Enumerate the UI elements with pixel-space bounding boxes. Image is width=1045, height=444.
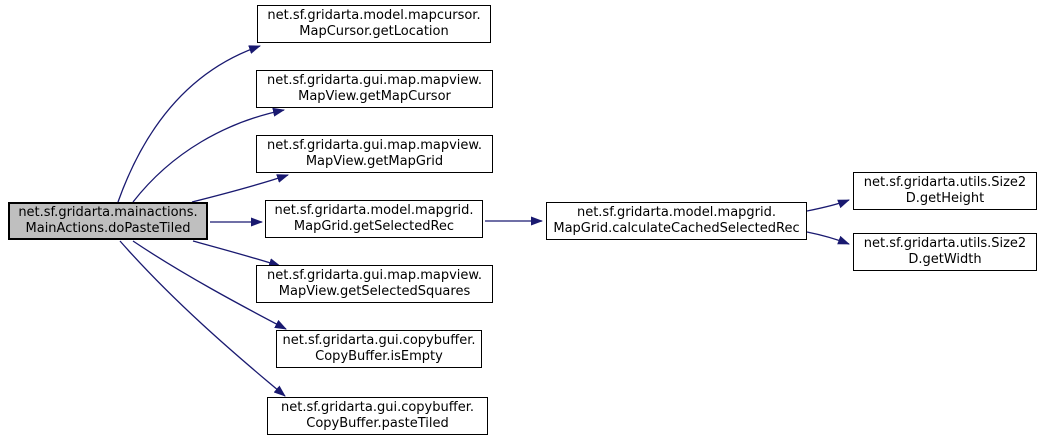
node-label-line: MapGrid.calculateCachedSelectedRec (553, 221, 800, 236)
node-get-map-grid[interactable]: net.sf.gridarta.gui.map.mapview. MapView… (256, 135, 493, 173)
node-calculate-cached-selected-rec[interactable]: net.sf.gridarta.model.mapgrid. MapGrid.c… (546, 202, 807, 240)
edge-do-paste-tiled-get-location (117, 45, 261, 203)
node-label-line: net.sf.gridarta.gui.copybuffer. (282, 333, 476, 348)
node-label-line: net.sf.gridarta.gui.map.mapview. (267, 73, 482, 88)
edge-calculate-cached-selected-rec-get-width (806, 231, 850, 245)
edge-do-paste-tiled-is-empty (132, 240, 287, 330)
edge-do-paste-tiled-get-map-grid (191, 174, 289, 203)
edge-do-paste-tiled-paste-tiled (119, 240, 286, 397)
node-label-line: MainActions.doPasteTiled (25, 221, 191, 236)
edge-do-paste-tiled-get-selected-squares (192, 240, 281, 267)
node-label-line: net.sf.gridarta.gui.map.mapview. (267, 268, 482, 283)
node-label-line: net.sf.gridarta.model.mapgrid. (274, 203, 474, 218)
node-label-line: CopyBuffer.pasteTiled (306, 416, 449, 431)
node-do-paste-tiled[interactable]: net.sf.gridarta.mainactions. MainActions… (8, 202, 208, 240)
node-get-selected-squares[interactable]: net.sf.gridarta.gui.map.mapview. MapView… (256, 265, 493, 303)
node-label-line: net.sf.gridarta.gui.copybuffer. (281, 400, 474, 415)
node-label-line: net.sf.gridarta.mainactions. (18, 205, 198, 220)
node-get-map-cursor[interactable]: net.sf.gridarta.gui.map.mapview. MapView… (256, 70, 493, 108)
node-label-line: MapCursor.getLocation (299, 24, 449, 39)
node-label-line: D.getHeight (905, 191, 985, 206)
node-label-line: D.getWidth (908, 252, 982, 267)
node-get-width[interactable]: net.sf.gridarta.utils.Size2 D.getWidth (853, 233, 1037, 271)
node-is-empty[interactable]: net.sf.gridarta.gui.copybuffer. CopyBuff… (276, 330, 482, 368)
node-get-selected-rec[interactable]: net.sf.gridarta.model.mapgrid. MapGrid.g… (265, 200, 483, 238)
node-label-line: net.sf.gridarta.utils.Size2 (863, 236, 1027, 251)
node-label-line: CopyBuffer.isEmpty (315, 349, 443, 364)
node-label-line: MapView.getMapGrid (305, 154, 444, 169)
node-paste-tiled[interactable]: net.sf.gridarta.gui.copybuffer. CopyBuff… (267, 397, 488, 435)
node-get-height[interactable]: net.sf.gridarta.utils.Size2 D.getHeight (853, 172, 1037, 210)
node-label-line: net.sf.gridarta.model.mapcursor. (267, 8, 481, 23)
node-label-line: MapGrid.getSelectedRec (293, 219, 455, 234)
node-get-location[interactable]: net.sf.gridarta.model.mapcursor. MapCurs… (257, 5, 491, 43)
node-label-line: net.sf.gridarta.model.mapgrid. (576, 205, 777, 220)
edge-calculate-cached-selected-rec-get-height (806, 199, 850, 212)
node-label-line: MapView.getMapCursor (298, 89, 451, 104)
node-label-line: net.sf.gridarta.gui.map.mapview. (267, 138, 482, 153)
edge-do-paste-tiled-get-map-cursor (132, 107, 285, 203)
node-label-line: net.sf.gridarta.utils.Size2 (863, 175, 1027, 190)
node-label-line: MapView.getSelectedSquares (278, 284, 471, 299)
